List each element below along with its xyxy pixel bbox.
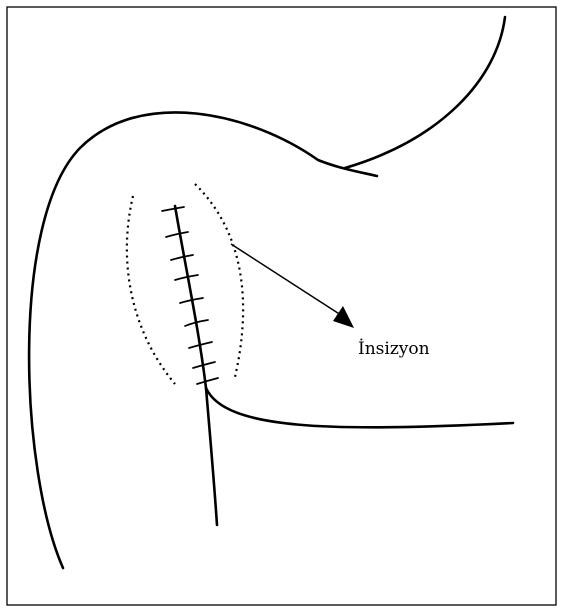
- incision-label: İnsizyon: [358, 339, 430, 359]
- suture-stitch: [171, 255, 193, 260]
- label-arrowhead: [333, 306, 354, 328]
- figure-frame: [7, 7, 556, 605]
- suture-stitch: [166, 232, 188, 237]
- suture-stitch: [162, 207, 184, 211]
- incision-margin-right: [195, 184, 243, 377]
- suture-stitch: [197, 378, 218, 384]
- label-leader-line: [231, 244, 344, 317]
- neck-contour: [345, 17, 505, 168]
- inner-arm-contour: [206, 388, 217, 525]
- axilla-chest-contour: [206, 388, 513, 427]
- shoulder-arm-contour: [29, 112, 377, 568]
- incision-margin-left: [127, 196, 175, 384]
